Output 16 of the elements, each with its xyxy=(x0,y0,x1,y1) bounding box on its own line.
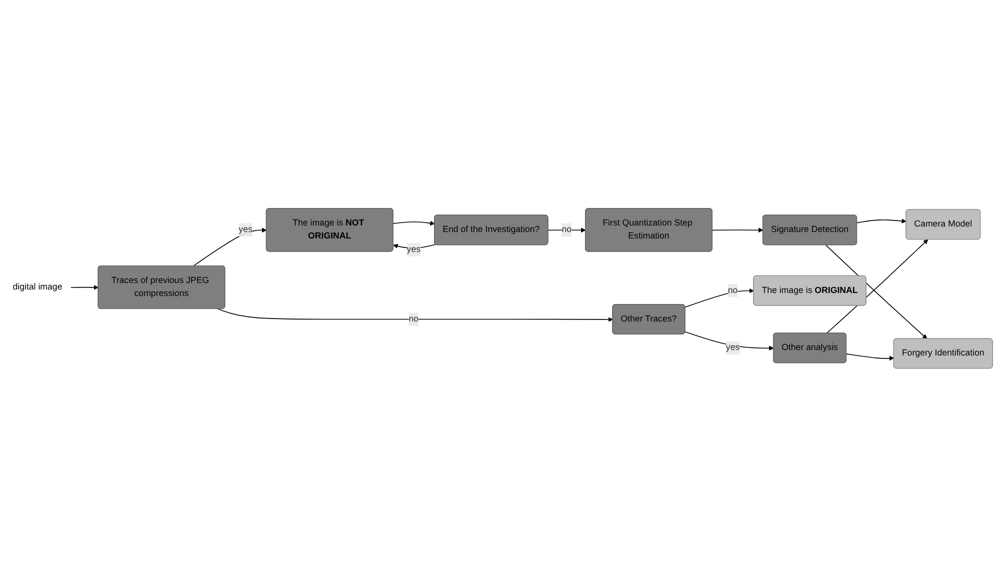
arrow xyxy=(684,288,754,308)
arrow xyxy=(70,284,99,290)
arrow xyxy=(712,227,764,232)
arrow xyxy=(846,353,894,360)
edge-label: yes xyxy=(406,244,421,254)
edge-label: no xyxy=(728,285,738,295)
arrow xyxy=(192,227,267,266)
edge-label: no xyxy=(408,314,419,324)
arrow xyxy=(218,308,614,322)
node-text: digital image xyxy=(12,282,62,292)
edge-label: yes xyxy=(726,342,740,352)
arrow xyxy=(392,220,435,226)
edge-label: no xyxy=(562,224,572,234)
arrow xyxy=(684,331,774,350)
edge-label: yes xyxy=(238,224,252,234)
arrow xyxy=(856,218,906,224)
